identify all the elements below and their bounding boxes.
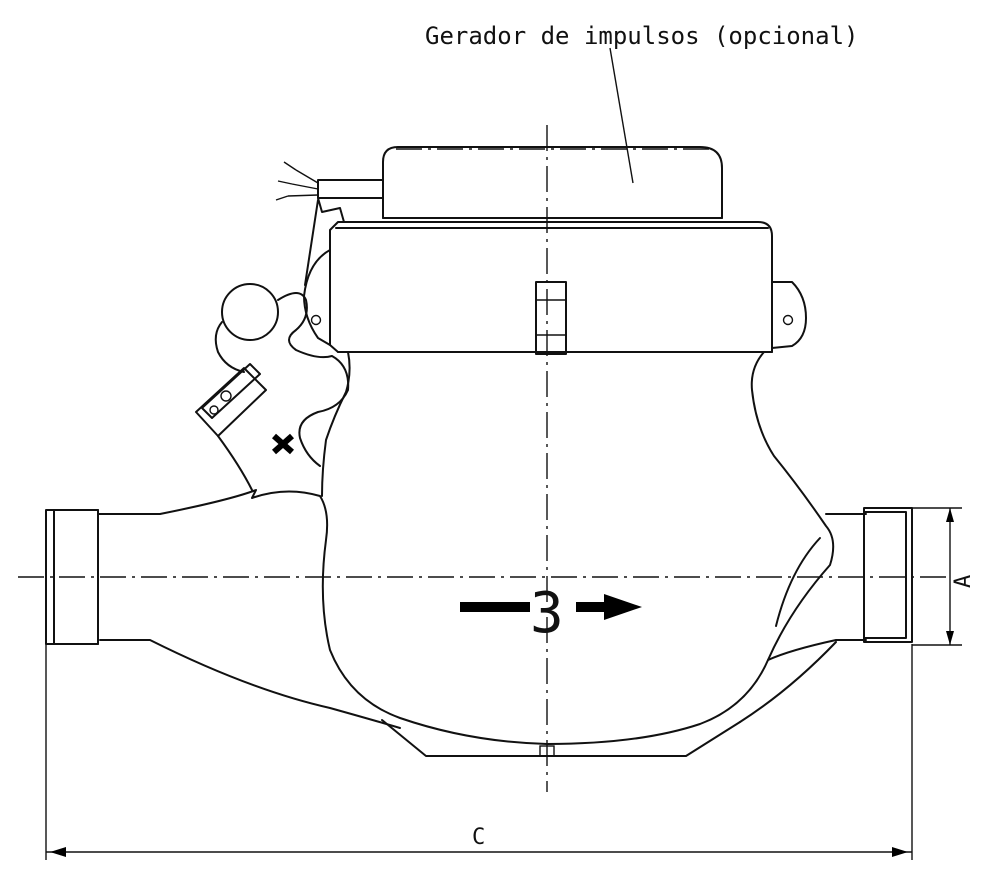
- reset-knob: [214, 283, 350, 467]
- flow-number: 3: [530, 581, 564, 646]
- label-leader-line: [609, 47, 634, 184]
- pulse-cable: [275, 161, 384, 286]
- pulse-generator-label: Gerador de impulsos (opcional): [425, 22, 858, 50]
- flow-arrow-icon: [604, 594, 642, 620]
- inspection-port: [195, 363, 267, 491]
- left-connection: [45, 509, 101, 645]
- flow-direction-marker: 3: [460, 581, 642, 646]
- x-marker: [272, 433, 294, 455]
- dimension-c-label: C: [472, 825, 485, 850]
- register-cover: [303, 221, 807, 355]
- right-connection: [863, 507, 913, 643]
- dimension-a-label: A: [951, 575, 976, 588]
- pulse-generator-housing: [382, 146, 723, 219]
- flow-dash: [460, 602, 530, 612]
- dimension-a: A: [912, 507, 976, 646]
- dimension-c: C: [45, 644, 913, 860]
- meter-body: [99, 351, 867, 757]
